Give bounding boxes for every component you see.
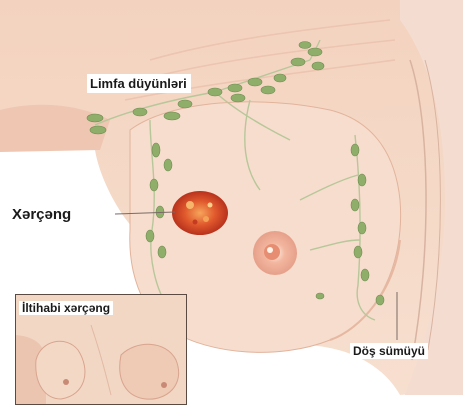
nipple-icon <box>253 231 297 275</box>
cancer-label: Xərçəng <box>12 207 71 222</box>
tumor-icon <box>172 191 228 235</box>
lymph-nodes-label: Limfa düyünləri <box>87 74 191 93</box>
inset-title: İltihabi xərçəng <box>19 301 113 315</box>
sternum-label: Döş sümüyü <box>350 343 428 359</box>
inflammatory-cancer-inset: İltihabi xərçəng <box>15 294 187 405</box>
